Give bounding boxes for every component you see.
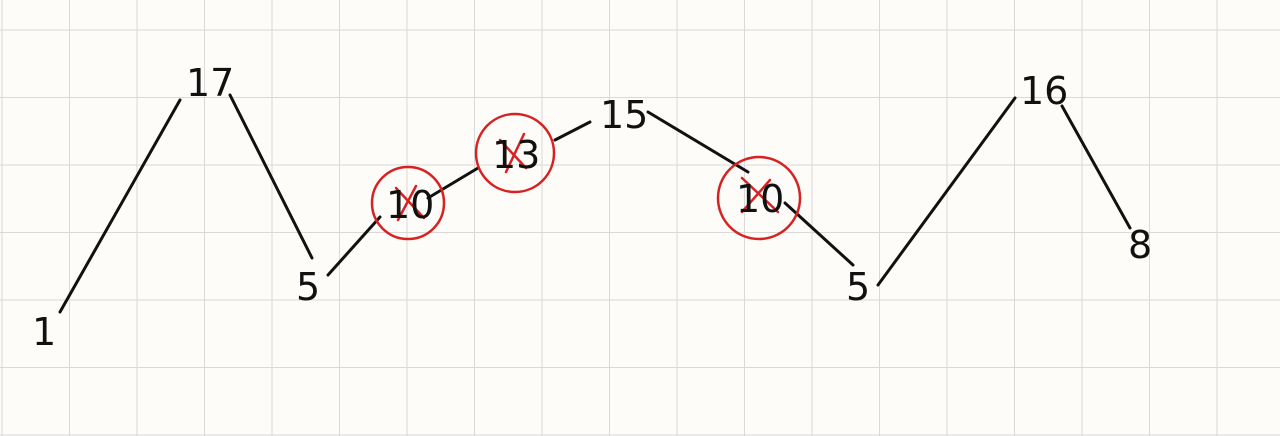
value-label: 1 [32,310,56,354]
strike-circle-13 [474,112,556,194]
edge-10-5 [783,201,855,267]
value-label: 17 [186,61,234,105]
strike-circle-10-right [716,155,802,241]
value-label: 5 [296,265,320,309]
value-label: 10 [386,183,434,227]
value-label: 13 [492,133,540,177]
edge-5-16 [876,96,1017,287]
value-label: 8 [1128,223,1152,267]
edge-1-17 [58,98,182,314]
edge-5-10 [326,215,382,277]
value-label: 10 [736,177,784,221]
strike-cross-10-right-b [740,178,772,214]
edge-13-15 [553,120,592,142]
edge-16-8 [1060,104,1132,230]
strike-cross-10-right [740,176,780,214]
edge-15-10 [646,110,750,174]
strike-circle-10 [370,165,446,241]
strike-cross-10 [394,186,426,220]
edges [58,93,1132,314]
strike-cross-10b [396,184,418,222]
value-labels: 1 17 5 10 13 15 10 5 16 8 [32,61,1152,354]
edge-10-13 [426,166,480,200]
value-label: 16 [1020,69,1068,113]
value-label: 5 [846,265,870,309]
strike-marks [370,112,802,241]
value-label: 15 [600,93,648,137]
strike-cross-13 [498,138,528,170]
edge-17-5 [228,93,314,260]
strike-cross-13b [504,132,526,174]
